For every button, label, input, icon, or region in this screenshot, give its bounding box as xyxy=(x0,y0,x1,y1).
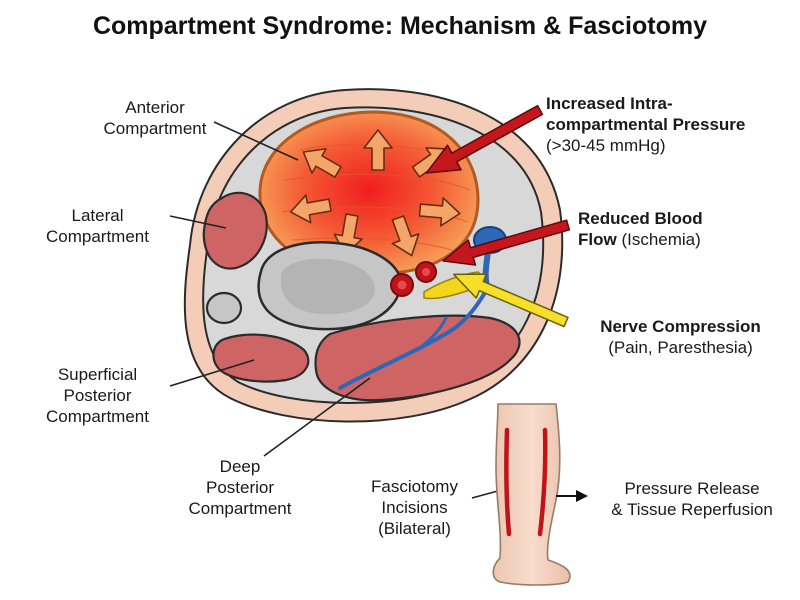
artery-vessel-1-lumen xyxy=(397,280,407,290)
posterior-vein-branch xyxy=(418,316,448,350)
label-anterior-compartment: Anterior Compartment xyxy=(70,97,240,139)
label-superficial-line-3: Compartment xyxy=(46,407,149,426)
blood-flow-indicator-arrow xyxy=(442,219,571,266)
nerve-indicator-arrow xyxy=(452,273,569,328)
fasciotomy-incision-medial xyxy=(504,427,512,537)
posterior-vein xyxy=(338,286,490,390)
label-pressure-release: Pressure Release & Tissue Reperfusion xyxy=(588,478,796,520)
tibia-marrow xyxy=(280,258,375,315)
label-blood-flow-line-1: Reduced Blood xyxy=(578,209,703,228)
label-fasciotomy-line-2: Incisions xyxy=(381,498,448,517)
deep-posterior-compartment xyxy=(314,314,521,402)
leader-superficial-posterior xyxy=(169,359,255,387)
diagram-title: Compartment Syndrome: Mechanism & Fascio… xyxy=(92,12,707,40)
label-fasciotomy-line-3: (Bilateral) xyxy=(378,519,451,538)
label-nerve-line-1: Nerve Compression xyxy=(600,317,761,336)
label-pressure-line-2: compartmental Pressure xyxy=(546,115,746,134)
label-superficial-line-1: Superficial xyxy=(57,365,138,384)
label-anterior-line-2: Compartment xyxy=(103,119,207,138)
label-superficial-line-2: Posterior xyxy=(63,386,132,405)
pressure-arrow-right xyxy=(418,197,461,227)
pressure-indicator-arrow xyxy=(425,104,544,174)
pressure-arrow-up xyxy=(363,129,393,171)
leader-anterior xyxy=(213,121,299,161)
leader-lines xyxy=(169,121,517,499)
fibula-bone xyxy=(205,291,243,325)
label-lateral-line-2: Compartment xyxy=(46,227,149,246)
label-lateral-line-1: Lateral xyxy=(71,206,124,225)
pressure-arrow-down-right xyxy=(391,215,420,257)
label-deep-posterior-compartment: Deep Posterior Compartment xyxy=(160,456,320,519)
fasciotomy-incision-lateral xyxy=(537,427,548,537)
lateral-compartment xyxy=(202,191,268,270)
label-fasciotomy-line-1: Fasciotomy xyxy=(371,477,458,496)
result-arrow-head xyxy=(576,490,588,502)
artery-vessel-2-lumen xyxy=(422,268,430,276)
label-lateral-compartment: Lateral Compartment xyxy=(20,205,175,247)
label-reduced-blood-flow: Reduced Blood Flow (Ischemia) xyxy=(578,208,793,250)
superficial-posterior-compartment xyxy=(212,333,310,383)
label-pressure-line-1: Increased Intra- xyxy=(546,94,673,113)
label-increased-pressure: Increased Intra- compartmental Pressure … xyxy=(546,93,796,156)
label-deep-line-3: Compartment xyxy=(188,499,292,518)
label-fasciotomy-incisions: Fasciotomy Incisions (Bilateral) xyxy=(352,476,477,539)
label-release-line-1: Pressure Release xyxy=(624,479,760,498)
leader-lateral xyxy=(169,215,227,229)
label-release-line-2: & Tissue Reperfusion xyxy=(611,500,773,519)
label-blood-flow-ischemia: (Ischemia) xyxy=(616,230,701,249)
label-blood-flow-flow: Flow xyxy=(578,230,617,249)
leader-deep-posterior xyxy=(263,377,371,457)
label-pressure-line-3: (>30-45 mmHg) xyxy=(546,136,666,155)
label-nerve-line-2: (Pain, Paresthesia) xyxy=(608,338,753,357)
label-superficial-posterior-compartment: Superficial Posterior Compartment xyxy=(15,364,180,427)
pressure-arrows xyxy=(289,129,461,257)
pressure-arrow-left xyxy=(289,194,332,224)
label-deep-line-1: Deep xyxy=(219,457,261,476)
label-nerve-compression: Nerve Compression (Pain, Paresthesia) xyxy=(568,316,793,358)
pressure-arrow-up-left xyxy=(302,148,342,178)
lower-leg-illustration xyxy=(492,403,571,586)
label-deep-line-2: Posterior xyxy=(205,478,275,497)
label-anterior-line-1: Anterior xyxy=(125,98,185,117)
